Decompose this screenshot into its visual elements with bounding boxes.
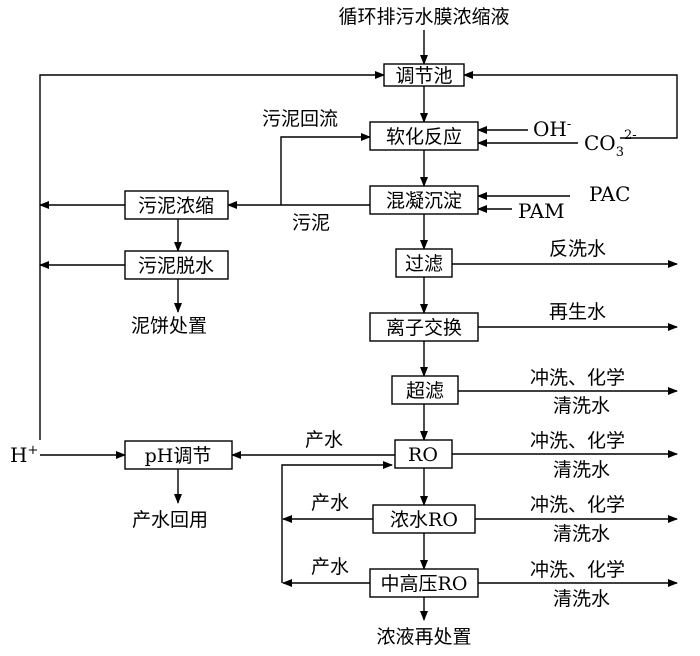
node-tiaojie: 调节池 — [383, 63, 465, 87]
oh-label-base: OH — [533, 117, 567, 141]
concentrate-ro-cleaning-label-2: 清洗水 — [553, 523, 610, 545]
return-line-left — [39, 71, 385, 440]
node-ruanhua: 软化反应 — [369, 121, 479, 151]
node-wuni-tuoshui-label: 污泥脱水 — [138, 255, 214, 277]
concentrate-ro-cleaning-label-1: 冲洗、化学 — [530, 494, 625, 516]
hp-ro-cleaning-label-1: 冲洗、化学 — [530, 559, 625, 581]
hp-ro-product-label: 产水 — [311, 556, 349, 578]
node-zhonggao-ro: 中高压RO — [369, 568, 479, 598]
pam-label: PAM — [518, 199, 565, 223]
node-lizi-label: 离子交换 — [386, 317, 462, 339]
co3-label-subscript: 3 — [616, 145, 624, 160]
node-tiaojie-label: 调节池 — [395, 65, 452, 87]
node-ph: pH调节 — [124, 440, 233, 470]
product-water-reuse-label: 产水回用 — [132, 509, 208, 531]
uf-cleaning-label-2: 清洗水 — [553, 395, 610, 417]
oh-label-superscript: - — [567, 117, 571, 132]
co3-label-base: CO — [584, 131, 616, 155]
return-line-right — [463, 71, 678, 139]
node-nongshui-ro: 浓水RO — [372, 504, 476, 534]
node-wuni-nongsuo: 污泥浓缩 — [124, 190, 229, 220]
node-zhonggao-ro-label: 中高压RO — [381, 573, 468, 595]
node-wuni-nongsuo-label: 污泥浓缩 — [138, 195, 214, 217]
h-label: H+ — [10, 443, 38, 467]
uf-cleaning-label-1: 冲洗、化学 — [530, 367, 625, 389]
node-hunning-label: 混凝沉淀 — [386, 190, 462, 212]
regeneration-water-label: 再生水 — [549, 301, 606, 323]
node-wuni-tuoshui: 污泥脱水 — [124, 250, 229, 280]
pac-label: PAC — [589, 182, 630, 206]
node-ruanhua-label: 软化反应 — [386, 126, 462, 148]
hp-ro-cleaning-label-2: 清洗水 — [553, 588, 610, 610]
sludge-recycle-arrow — [280, 133, 371, 205]
oh-label: OH- — [533, 117, 571, 141]
node-hunning: 混凝沉淀 — [369, 185, 479, 215]
node-lizi: 离子交换 — [369, 312, 479, 342]
ro-cleaning-label-1: 冲洗、化学 — [530, 430, 625, 452]
sludge-recycle-label: 污泥回流 — [262, 108, 338, 130]
input-label: 循环排污水膜浓缩液 — [338, 6, 509, 28]
node-ro-label: RO — [408, 444, 438, 466]
node-chaolv-label: 超滤 — [406, 380, 444, 402]
node-ph-label: pH调节 — [145, 445, 212, 467]
co3-label-superscript: 2- — [624, 128, 637, 143]
node-ro: RO — [394, 439, 453, 469]
node-guolv-label: 过滤 — [405, 253, 443, 275]
node-chaolv: 超滤 — [391, 375, 459, 405]
ro-cleaning-label-2: 清洗水 — [553, 459, 610, 481]
sludge-label: 污泥 — [292, 212, 330, 234]
backwash-water-label: 反洗水 — [549, 238, 606, 260]
h-label-superscript: + — [27, 443, 38, 458]
co3-label: CO32- — [584, 128, 637, 160]
connectors — [39, 30, 678, 621]
concentrate-ro-product-label: 产水 — [311, 492, 349, 514]
h-label-base: H — [10, 443, 27, 467]
node-nongshui-ro-label: 浓水RO — [390, 509, 458, 531]
permeate-loop-arrow — [281, 461, 393, 583]
ro-product-water-label: 产水 — [305, 429, 343, 451]
node-guolv: 过滤 — [395, 248, 453, 278]
sludge-cake-disposal-label: 泥饼处置 — [131, 315, 207, 337]
concentrate-disposal-label: 浓液再处置 — [376, 626, 471, 648]
